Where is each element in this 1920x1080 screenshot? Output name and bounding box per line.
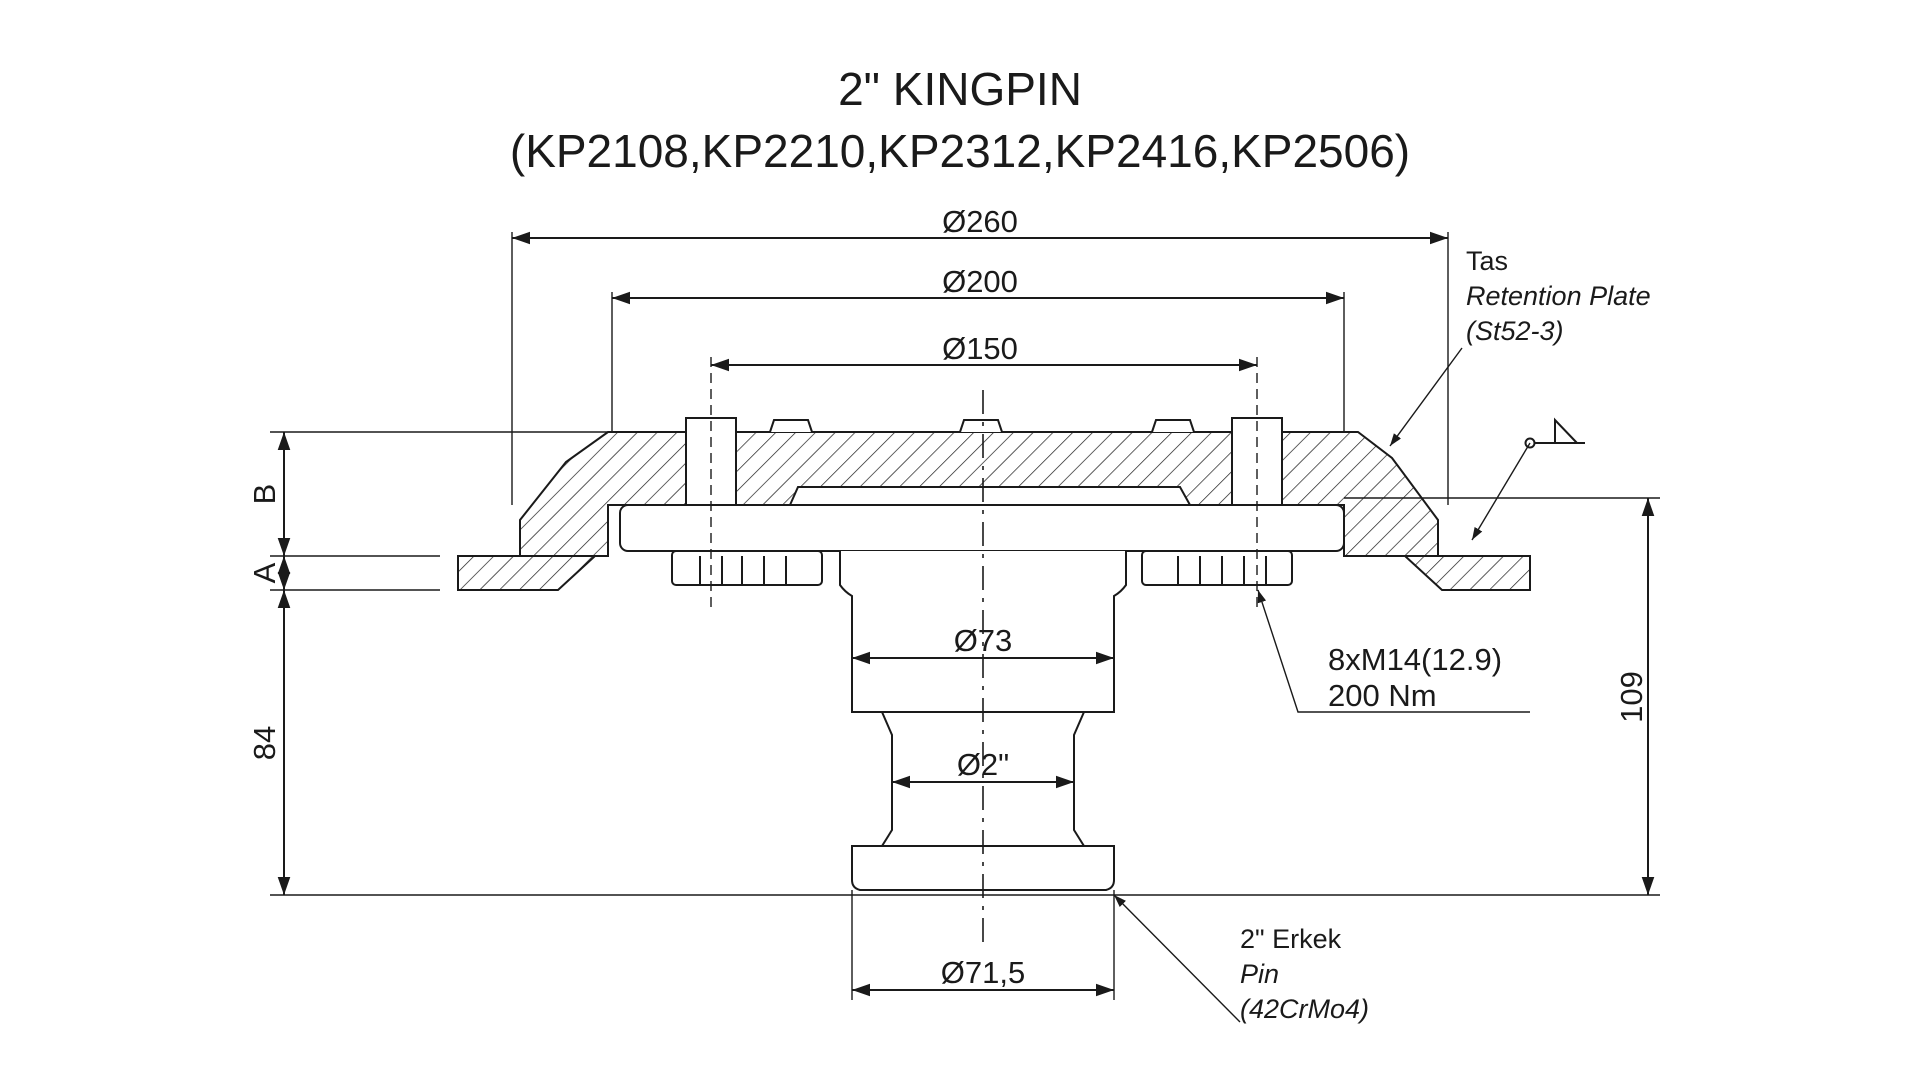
stud-cap-2 — [959, 419, 1003, 433]
callout-bolt-spec: 8xM14(12.9) — [1328, 642, 1502, 677]
callout-pin-material: (42CrMo4) — [1240, 994, 1369, 1024]
dim-260-label: Ø260 — [942, 204, 1018, 239]
leader-weld — [1471, 442, 1531, 541]
dim-84-label: 84 — [247, 726, 282, 760]
stud-cap-1 — [769, 419, 813, 433]
callout-bolt-torque: 200 Nm — [1328, 678, 1437, 713]
leader-bolt — [1257, 589, 1530, 713]
dim-200-label: Ø200 — [942, 264, 1018, 299]
retention-plate-right-section — [1402, 555, 1531, 591]
retention-plate-left-section — [457, 555, 598, 591]
dim-73-label: Ø73 — [954, 623, 1013, 658]
dim-109-label: 109 — [1614, 671, 1649, 723]
dim-b-label: B — [247, 484, 282, 505]
dim-2in-label: Ø2" — [957, 747, 1009, 782]
plate-recess — [789, 486, 1191, 506]
leader-pin — [1113, 894, 1241, 1023]
dim-150-label: Ø150 — [942, 331, 1018, 366]
callout-pin-tr: 2" Erkek — [1240, 924, 1342, 954]
callout-plate-material: (St52-3) — [1466, 316, 1564, 346]
callout-plate-en: Retention Plate — [1466, 281, 1651, 311]
callout-plate-tr: Tas — [1466, 246, 1508, 276]
dim-a-label: A — [247, 562, 282, 583]
bolt-head-right — [1141, 550, 1293, 586]
weld-symbol — [1524, 417, 1585, 449]
callout-pin-en: Pin — [1240, 959, 1279, 989]
pin-head-disc — [619, 504, 1345, 552]
title-line-2-models: (KP2108,KP2210,KP2312,KP2416,KP2506) — [509, 125, 1411, 177]
stud-cap-3 — [1151, 419, 1195, 433]
dim-71-5-label: Ø71,5 — [941, 955, 1025, 990]
leader-retention-plate — [1389, 347, 1463, 447]
bolt-head-left — [671, 550, 823, 586]
title-line-1: 2" KINGPIN — [838, 63, 1082, 115]
